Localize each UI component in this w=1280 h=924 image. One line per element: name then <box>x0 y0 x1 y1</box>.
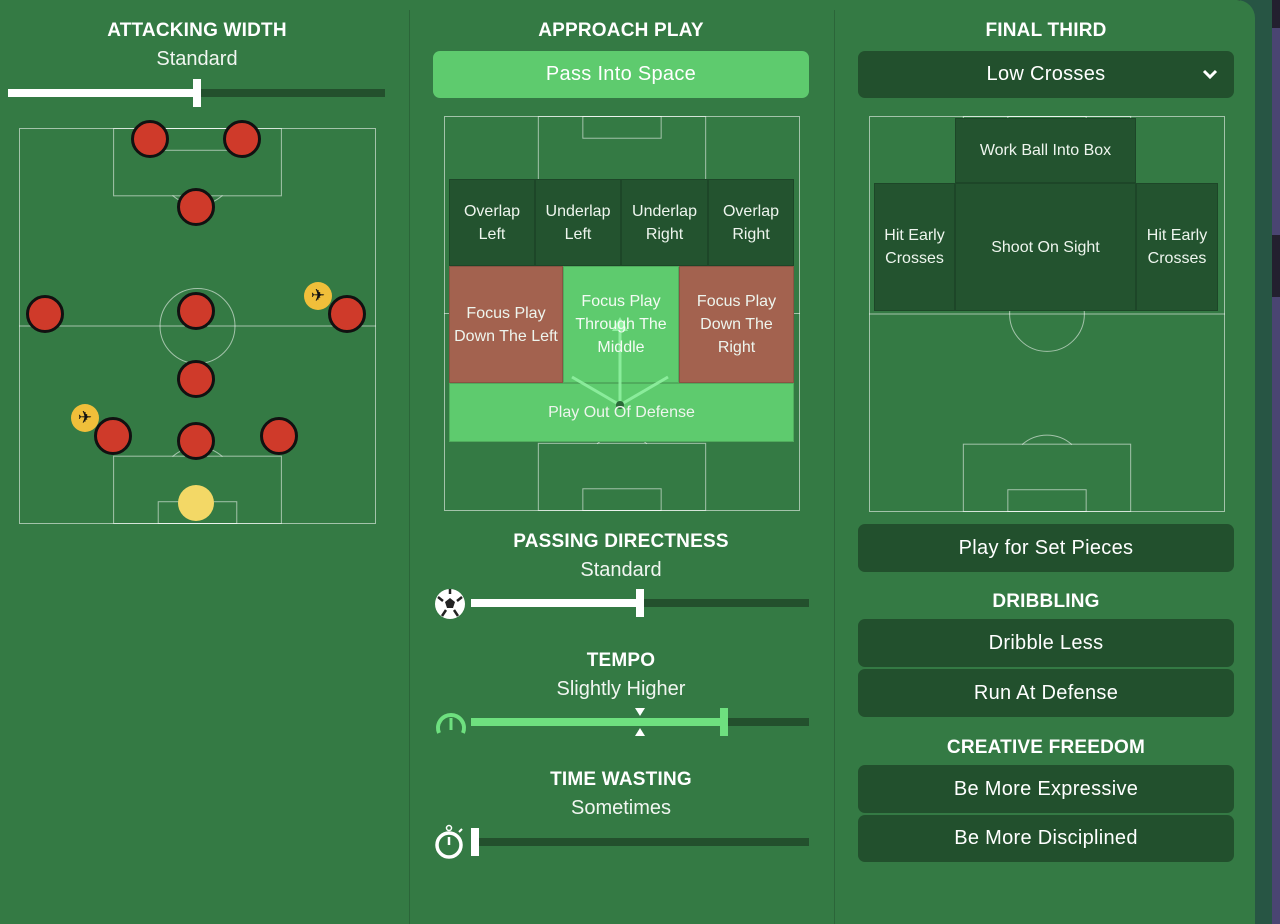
final-third-title: FINAL THIRD <box>985 20 1107 41</box>
player-forward[interactable] <box>131 120 169 158</box>
stopwatch-icon <box>435 824 463 859</box>
zone-overlap-left[interactable]: Overlap Left <box>449 179 535 266</box>
creative-freedom-title: CREATIVE FREEDOM <box>946 737 1146 758</box>
time-wasting-value: Sometimes <box>570 797 672 819</box>
player-right-midfielder[interactable] <box>328 295 366 333</box>
zone-play-out-of-defense[interactable]: Play Out Of Defense <box>548 404 695 421</box>
attacking-width-value: Standard <box>156 48 238 70</box>
dribbling-title: DRIBBLING <box>992 591 1100 612</box>
zone-work-ball-into-box[interactable]: Work Ball Into Box <box>955 118 1136 183</box>
zone-focus-middle[interactable]: Focus Play Through The Middle <box>575 293 667 356</box>
zone-shoot-on-sight[interactable]: Shoot On Sight <box>955 183 1136 311</box>
default-marker-icon <box>635 708 645 736</box>
player-defensive-midfielder[interactable] <box>177 360 215 398</box>
final-third-selected: Low Crosses <box>986 63 1106 85</box>
player-left-centre-back[interactable] <box>94 417 132 455</box>
zone-hit-early-crosses-left[interactable]: Hit Early Crosses <box>874 183 955 311</box>
player-attacking-midfielder[interactable] <box>177 188 215 226</box>
zone-overlap-right[interactable]: Overlap Right <box>708 179 794 266</box>
player-right-centre-back[interactable] <box>260 417 298 455</box>
player-goalkeeper[interactable] <box>178 485 214 521</box>
approach-play-selected-button[interactable]: Pass Into Space <box>433 51 809 98</box>
column-divider <box>409 10 410 924</box>
player-left-midfielder[interactable] <box>26 295 64 333</box>
dribble-less-button[interactable]: Dribble Less <box>858 619 1234 667</box>
passing-directness-value: Standard <box>580 559 662 581</box>
run-at-defense-button[interactable]: Run At Defense <box>858 669 1234 717</box>
tempo-title: TEMPO <box>586 650 656 671</box>
scrollbar[interactable] <box>1272 0 1280 924</box>
be-more-disciplined-button[interactable]: Be More Disciplined <box>858 815 1234 862</box>
approach-play-title: APPROACH PLAY <box>538 20 704 41</box>
final-third-dropdown[interactable]: Low Crosses <box>858 51 1234 98</box>
airplane-icon: ✈ <box>71 404 99 432</box>
passing-directness-title: PASSING DIRECTNESS <box>513 531 729 552</box>
football-icon <box>435 589 465 619</box>
zone-hit-early-crosses-right[interactable]: Hit Early Crosses <box>1136 183 1218 311</box>
player-central-midfielder[interactable] <box>177 292 215 330</box>
time-wasting-title: TIME WASTING <box>550 769 692 790</box>
passing-arrows-icon <box>571 317 669 409</box>
attacking-width-title: ATTACKING WIDTH <box>107 20 287 41</box>
zone-focus-right[interactable]: Focus Play Down The Right <box>679 266 794 383</box>
column-divider <box>834 10 835 924</box>
speedometer-icon <box>436 713 466 734</box>
player-centre-back[interactable] <box>177 422 215 460</box>
zone-focus-left[interactable]: Focus Play Down The Left <box>449 266 563 383</box>
airplane-icon: ✈ <box>304 282 332 310</box>
zone-underlap-right[interactable]: Underlap Right <box>621 179 708 266</box>
be-more-expressive-button[interactable]: Be More Expressive <box>858 765 1234 813</box>
play-for-set-pieces-button[interactable]: Play for Set Pieces <box>858 524 1234 572</box>
chevron-down-icon <box>1202 69 1218 80</box>
zone-underlap-left[interactable]: Underlap Left <box>535 179 621 266</box>
tempo-value: Slightly Higher <box>556 678 686 700</box>
player-forward[interactable] <box>223 120 261 158</box>
